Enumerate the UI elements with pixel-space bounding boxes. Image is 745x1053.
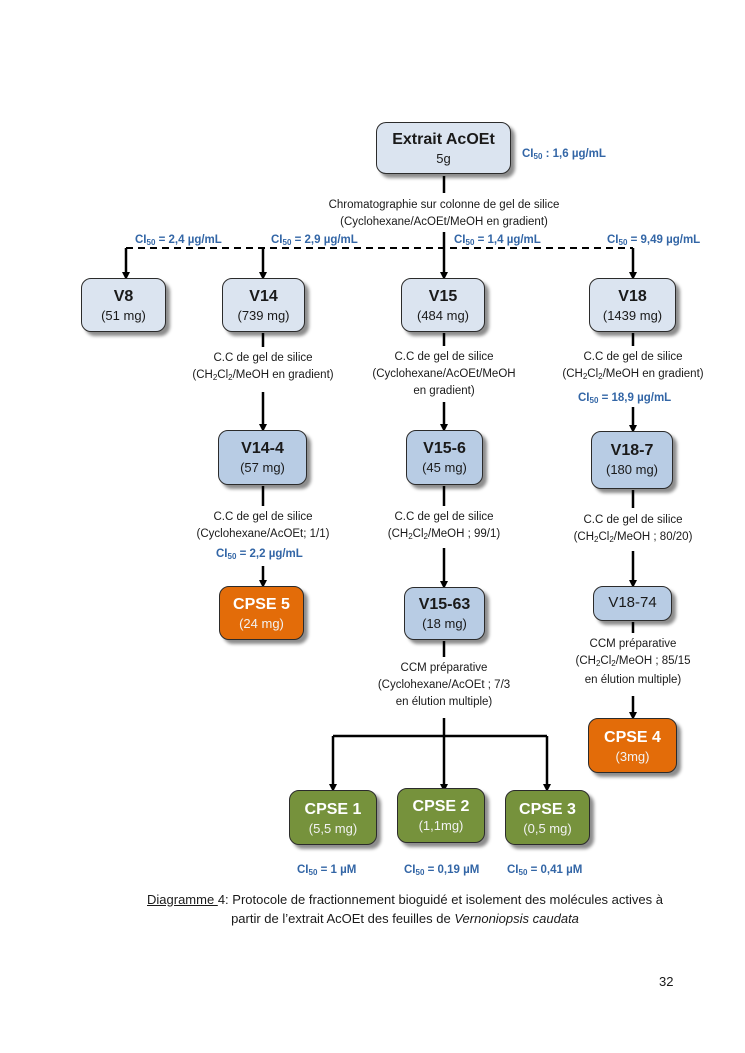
node-v8: V8 (51 mg) xyxy=(81,278,166,332)
ci50-v18-step: CI50 = 18,9 µg/mL xyxy=(578,392,672,405)
ci50-v14-4-step: CI50 = 2,2 µg/mL xyxy=(216,548,303,561)
node-v14: V14 (739 mg) xyxy=(222,278,305,332)
ci50-root: CI50 : 1,6 µg/mL xyxy=(522,148,606,161)
ci50-cpse3: CI50 = 0,41 µM xyxy=(507,864,583,877)
node-v18: V18 (1439 mg) xyxy=(589,278,676,332)
node-v18-74: V18-74 xyxy=(593,586,672,621)
node-cpse2: CPSE 2 (1,1mg) xyxy=(397,788,485,843)
page-number: 32 xyxy=(659,974,674,989)
caption-label: Diagramme xyxy=(147,892,218,907)
step-v18-7-label: C.C de gel de silice (CH2Cl2/MeOH ; 80/2… xyxy=(573,514,693,544)
step-main-label: Chromatographie sur colonne de gel de si… xyxy=(328,199,560,228)
node-v15-6: V15-6 (45 mg) xyxy=(406,430,483,485)
figure-caption: Diagramme 4: Protocole de fractionnement… xyxy=(100,890,710,928)
node-v15-63: V15-63 (18 mg) xyxy=(404,587,485,640)
step-v15-6-label: C.C de gel de silice (CH2Cl2/MeOH ; 99/1… xyxy=(387,511,501,541)
ci50-cpse2: CI50 = 0,19 µM xyxy=(404,864,480,877)
node-v15: V15 (484 mg) xyxy=(401,278,485,332)
step-v18-74-label: CCM préparative (CH2Cl2/MeOH ; 85/15 en … xyxy=(575,638,691,686)
caption-text-1: : Protocole de fractionnement bioguidé e… xyxy=(225,892,663,907)
step-v18-label: C.C de gel de silice (CH2Cl2/MeOH en gra… xyxy=(562,351,704,381)
caption-number: 4 xyxy=(217,892,226,907)
node-mass: 5g xyxy=(436,151,451,166)
caption-species: Vernoniopsis caudata xyxy=(454,911,579,926)
node-v18-7: V18-7 (180 mg) xyxy=(591,431,673,489)
step-v14-label: C.C de gel de silice (CH2Cl2/MeOH en gra… xyxy=(192,352,334,382)
step-v15-63-label: CCM préparative (Cyclohexane/AcOEt ; 7/3… xyxy=(377,662,511,708)
node-title: Extrait AcOEt xyxy=(392,131,495,148)
caption-text-2: partir de l’extrait AcOEt des feuilles d… xyxy=(231,911,455,926)
node-cpse4: CPSE 4 (3mg) xyxy=(588,718,677,773)
node-cpse1: CPSE 1 (5,5 mg) xyxy=(289,790,377,845)
ci50-v14: CI50 = 2,9 µg/mL xyxy=(271,234,358,247)
ci50-v15: CI50 = 1,4 µg/mL xyxy=(454,234,541,247)
node-extrait-acoet: Extrait AcOEt 5g xyxy=(376,122,511,174)
ci50-v18: CI50 = 9,49 µg/mL xyxy=(607,234,701,247)
ci50-cpse1: CI50 = 1 µM xyxy=(297,864,357,877)
ci50-v8: CI50 = 2,4 µg/mL xyxy=(135,234,222,247)
node-v14-4: V14-4 (57 mg) xyxy=(218,430,307,485)
node-cpse5: CPSE 5 (24 mg) xyxy=(219,586,304,640)
step-v14-4-label: C.C de gel de silice (Cyclohexane/AcOEt;… xyxy=(196,511,330,540)
step-v15-label: C.C de gel de silice (Cyclohexane/AcOEt/… xyxy=(372,351,516,397)
node-cpse3: CPSE 3 (0,5 mg) xyxy=(505,790,590,845)
